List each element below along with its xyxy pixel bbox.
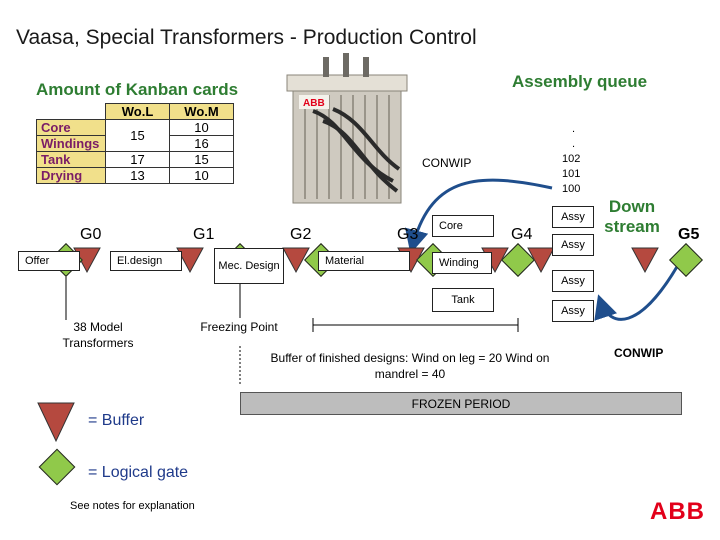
kanban-cell: 15 <box>169 151 234 168</box>
kanban-heading: Amount of Kanban cards <box>36 80 239 99</box>
gate-label-g1: G1 <box>193 226 215 243</box>
legend-gate-text: = Logical gate <box>88 464 189 481</box>
assy-box: Assy <box>552 300 594 322</box>
queue-number: 100 <box>562 183 581 195</box>
legend-buffer-text: = Buffer <box>88 412 145 429</box>
mec-design-box: Mec. Design <box>214 248 284 284</box>
queue-dot: . <box>572 123 576 135</box>
kanban-col-wol: Wo.L <box>105 103 170 120</box>
page-title: Vaasa, Special Transformers - Production… <box>16 26 477 49</box>
kanban-cell: 10 <box>169 119 234 136</box>
queue-number: 101 <box>562 168 581 180</box>
offer-box: Offer <box>18 251 80 271</box>
conwip-top-label: CONWIP <box>422 156 472 170</box>
gate-label-g3: G3 <box>397 226 419 243</box>
gate-label-g2: G2 <box>290 226 312 243</box>
photo-logo: ABB <box>303 98 325 109</box>
buffer-triangle <box>631 247 659 274</box>
notes-text: See notes for explanation <box>70 500 195 512</box>
queue-number: 102 <box>562 153 581 165</box>
kanban-cell: 10 <box>169 167 234 184</box>
kanban-row-label: Core <box>36 119 106 136</box>
kanban-table: Wo.L Wo.M Core 15 10 Windings 16 Tank 17… <box>36 103 234 184</box>
conwip-right-label: CONWIP <box>614 346 664 360</box>
queue-dot: . <box>572 138 576 150</box>
model-transformers-label: 38 Model Transformers <box>62 320 134 350</box>
kanban-col-wom: Wo.M <box>169 103 234 120</box>
buffer-description: Buffer of finished designs: Wind on leg … <box>270 351 550 382</box>
kanban-cell: 13 <box>105 167 170 184</box>
buffer-triangle <box>176 247 204 274</box>
kanban-cell: 17 <box>105 151 170 168</box>
gate-label-g4: G4 <box>511 226 533 243</box>
buffer-triangle <box>282 247 310 274</box>
assembly-queue-heading: Assembly queue <box>512 72 648 91</box>
material-box: Material <box>318 251 410 271</box>
assy-box: Assy <box>552 234 594 256</box>
assy-box: Assy <box>552 206 594 228</box>
transformer-photo: ABB <box>286 53 408 204</box>
downstream-label: Down stream <box>604 197 660 236</box>
el-design-box: El.design <box>110 251 182 271</box>
kanban-row-label: Drying <box>36 167 106 184</box>
freezing-point-label: Freezing Point <box>200 320 278 334</box>
kanban-row-label: Tank <box>36 151 106 168</box>
gate-label-g5: G5 <box>678 226 700 243</box>
core-box: Core <box>432 215 494 237</box>
frozen-period-bar: FROZEN PERIOD <box>240 392 682 415</box>
tank-box: Tank <box>432 288 494 312</box>
winding-box: Winding <box>432 252 492 274</box>
legend-buffer-triangle <box>37 402 75 443</box>
conwip-top-arrow <box>405 178 553 254</box>
assy-box: Assy <box>552 270 594 292</box>
abb-logo: ABB <box>650 498 705 525</box>
conwip-right-arrow <box>594 264 680 321</box>
kanban-row-label: Windings <box>36 135 106 152</box>
gate-label-g0: G0 <box>80 226 102 243</box>
